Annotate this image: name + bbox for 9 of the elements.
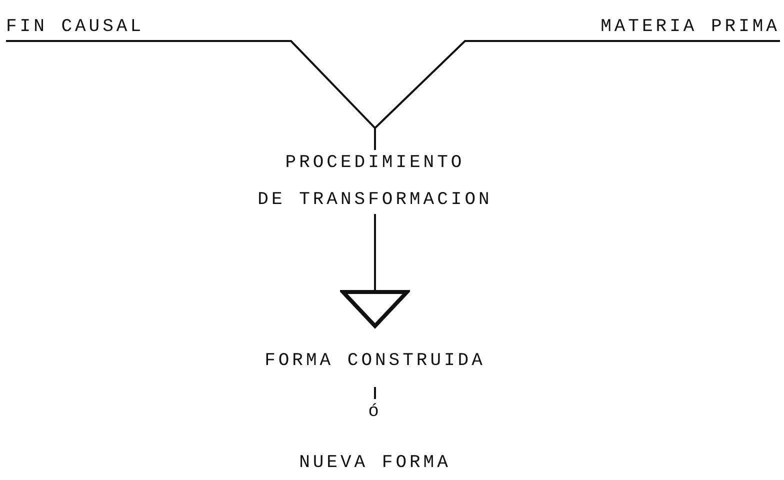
node-label: ó [368,401,382,424]
node-label: MATERIA PRIMA [600,16,780,39]
arrow [341,214,409,328]
node-label: NUEVA FORMA [299,452,451,475]
connector-line [374,40,780,150]
node-label: PROCEDIMIENTO [285,152,465,175]
node-label: FORMA CONSTRUIDA [264,350,486,373]
node-label: FIN CAUSAL [6,16,144,39]
node-label: DE TRANSFORMACION [258,189,492,212]
